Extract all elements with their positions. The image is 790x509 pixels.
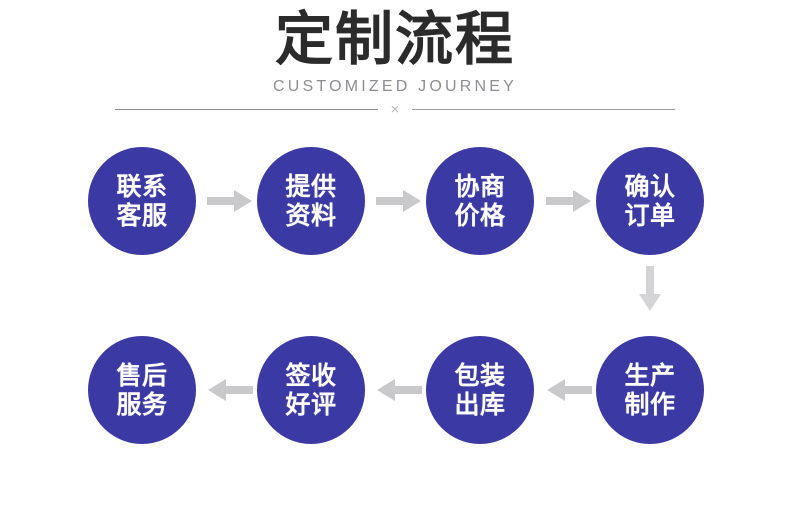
flow-node-label: 联系客服 [116, 172, 168, 230]
flow-node-label: 签收好评 [285, 361, 337, 419]
arrow-left-icon [376, 379, 422, 401]
divider-line-right [412, 108, 675, 110]
flow-node-confirm-order[interactable]: 确认订单 [596, 147, 704, 255]
flow-node-label: 提供资料 [285, 172, 337, 230]
flow-node-label: 生产制作 [624, 361, 676, 419]
arrow-right-icon [376, 190, 422, 212]
connector-arrow-right-1 [207, 184, 253, 218]
page-title: 定制流程 [274, 5, 515, 73]
flow-node-label: 包装出库 [454, 361, 506, 419]
arrow-left-icon [207, 379, 253, 401]
flow-node-receipt-review[interactable]: 签收好评 [257, 336, 365, 444]
flow-node-negotiate-price[interactable]: 协商价格 [426, 147, 534, 255]
connector-arrow-down [633, 265, 667, 317]
flow-node-label: 售后服务 [116, 361, 168, 419]
flow-node-label: 协商价格 [454, 172, 506, 230]
connector-arrow-left-2 [376, 373, 422, 407]
flow-node-label: 确认订单 [624, 172, 676, 230]
arrow-down-icon [639, 265, 661, 317]
divider: × [115, 99, 675, 119]
arrow-right-icon [546, 190, 592, 212]
flow-node-after-sales-service[interactable]: 售后服务 [88, 336, 196, 444]
connector-arrow-left-3 [207, 373, 253, 407]
divider-line-left [115, 108, 378, 110]
flow-node-contact-support[interactable]: 联系客服 [88, 147, 196, 255]
flow-node-production[interactable]: 生产制作 [596, 336, 704, 444]
connector-arrow-left-1 [546, 373, 592, 407]
flow-node-provide-materials[interactable]: 提供资料 [257, 147, 365, 255]
arrow-left-icon [546, 379, 592, 401]
connector-arrow-right-2 [376, 184, 422, 218]
page-subtitle: CUSTOMIZED JOURNEY [273, 78, 517, 95]
header: 定制流程 CUSTOMIZED JOURNEY [0, 0, 790, 97]
connector-arrow-right-3 [546, 184, 592, 218]
flow-node-packaging-shipping[interactable]: 包装出库 [426, 336, 534, 444]
divider-x-icon: × [390, 100, 400, 118]
arrow-right-icon [207, 190, 253, 212]
